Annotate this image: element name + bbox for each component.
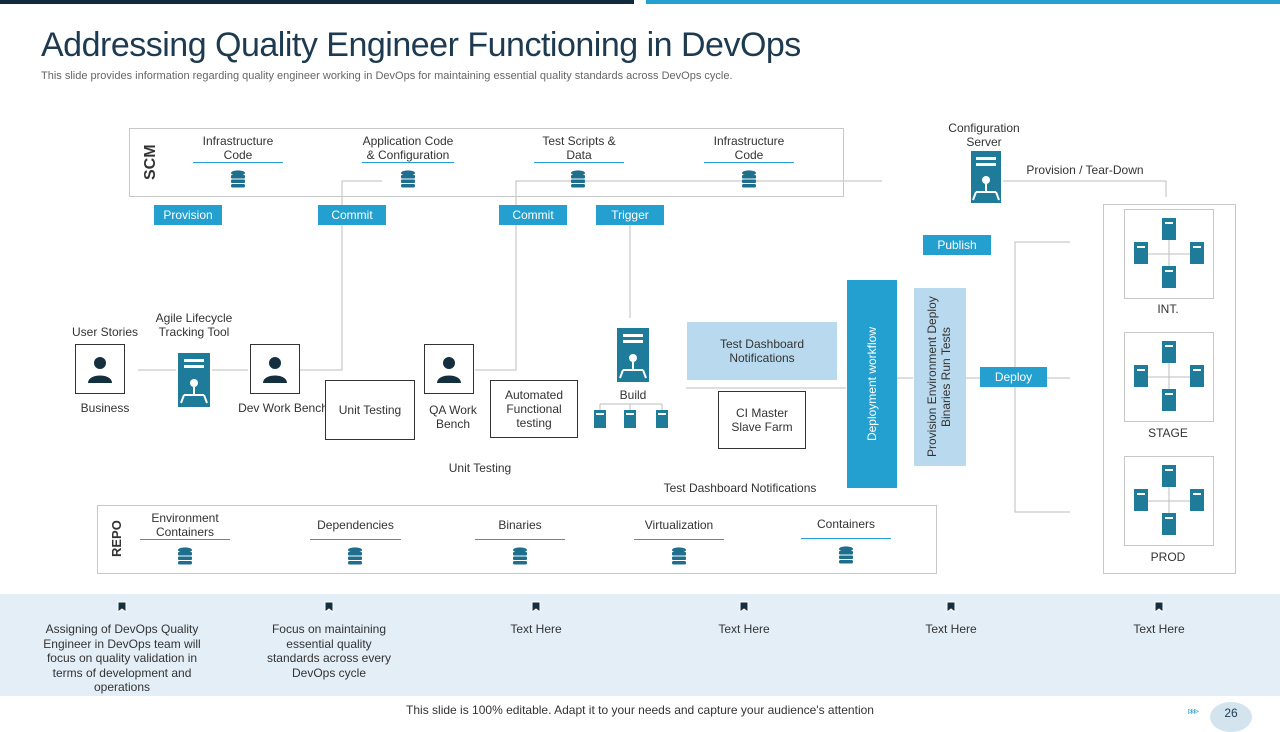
page-title: Addressing Quality Engineer Functioning … bbox=[41, 26, 801, 64]
commit-chip-1: Commit bbox=[318, 205, 386, 225]
config-server-label: Configuration Server bbox=[948, 121, 1020, 149]
footer-note: This slide is 100% editable. Adapt it to… bbox=[406, 703, 874, 717]
top-accent-bar-light bbox=[646, 0, 1280, 4]
env-label-prod: PROD bbox=[1150, 550, 1186, 564]
bookmark-icon bbox=[117, 601, 127, 613]
database-icon bbox=[231, 170, 245, 188]
repo-item-dependencies: Dependencies bbox=[310, 518, 401, 540]
bookmark-icon bbox=[324, 601, 334, 613]
info-column-4: Text Here bbox=[718, 622, 770, 636]
qa-bench-avatar bbox=[424, 344, 474, 394]
ci-master-box: CI Master Slave Farm bbox=[718, 391, 806, 449]
database-icon bbox=[839, 546, 853, 564]
info-column-1: Assigning of DevOps Quality Engineer in … bbox=[43, 622, 201, 694]
automated-testing-box: Automated Functional testing bbox=[490, 380, 578, 438]
bottom-info-band bbox=[0, 594, 1280, 696]
environments-panel bbox=[1103, 204, 1236, 574]
database-icon bbox=[401, 170, 415, 188]
deploy-chip: Deploy bbox=[980, 367, 1047, 387]
person-icon bbox=[88, 357, 112, 383]
agile-tool-label: Agile Lifecycle Tracking Tool bbox=[155, 311, 233, 339]
env-label-int: INT. bbox=[1157, 302, 1179, 316]
server-cluster-icon bbox=[1134, 218, 1204, 288]
page-number: 26 bbox=[1210, 702, 1252, 732]
server-icon bbox=[178, 353, 210, 407]
database-icon bbox=[672, 547, 686, 565]
page-subtitle: This slide provides information regardin… bbox=[41, 70, 733, 82]
build-label: Build bbox=[619, 388, 647, 402]
database-icon bbox=[513, 547, 527, 565]
env-label-stage: STAGE bbox=[1148, 426, 1188, 440]
test-dashboard-panel: Test Dashboard Notifications bbox=[687, 322, 837, 380]
provision-chip: Provision bbox=[154, 205, 222, 225]
chevrons-icon: ▹▹▹ bbox=[1188, 706, 1199, 717]
qa-bench-label: QA Work Bench bbox=[429, 403, 477, 431]
provision-teardown-label: Provision / Tear-Down bbox=[1026, 163, 1144, 177]
bookmark-icon bbox=[946, 601, 956, 613]
dev-bench-label: Dev Work Bench bbox=[238, 401, 328, 415]
top-accent-bar-dark bbox=[0, 0, 634, 4]
commit-chip-2: Commit bbox=[499, 205, 567, 225]
business-label: Business bbox=[80, 401, 130, 415]
provision-environment-label: Provision Environment Deploy Binaries Ru… bbox=[925, 296, 953, 458]
business-avatar bbox=[75, 344, 125, 394]
server-cluster-icon bbox=[1134, 341, 1204, 411]
unit-testing-box: Unit Testing bbox=[325, 380, 415, 440]
trigger-chip: Trigger bbox=[596, 205, 664, 225]
build-nodes bbox=[594, 403, 668, 428]
info-column-2: Focus on maintaining essential quality s… bbox=[266, 622, 392, 680]
info-column-6: Text Here bbox=[1133, 622, 1185, 636]
scm-panel bbox=[129, 128, 844, 197]
unit-testing-caption: Unit Testing bbox=[448, 461, 512, 475]
scm-item-application-code: Application Code & Configuration bbox=[362, 134, 454, 163]
database-icon bbox=[348, 547, 362, 565]
deployment-workflow-label: Deployment workflow bbox=[865, 326, 879, 442]
scm-item-test-scripts: Test Scripts & Data bbox=[534, 134, 624, 163]
provision-environment-bar: Provision Environment Deploy Binaries Ru… bbox=[914, 288, 966, 466]
server-icon bbox=[617, 328, 649, 382]
user-stories-label: User Stories bbox=[71, 325, 139, 339]
test-dashboard-caption: Test Dashboard Notifications bbox=[663, 481, 817, 495]
person-icon bbox=[437, 357, 461, 383]
database-icon bbox=[742, 170, 756, 188]
database-icon bbox=[178, 547, 192, 565]
repo-panel bbox=[97, 505, 937, 574]
bookmark-icon bbox=[739, 601, 749, 613]
bookmark-icon bbox=[1154, 601, 1164, 613]
repo-item-binaries: Binaries bbox=[475, 518, 565, 540]
server-cluster-icon bbox=[1134, 465, 1204, 535]
env-cluster-int bbox=[1124, 209, 1214, 299]
deployment-workflow-bar: Deployment workflow bbox=[847, 280, 897, 488]
env-cluster-stage bbox=[1124, 332, 1214, 422]
bookmark-icon bbox=[531, 601, 541, 613]
scm-item-infrastructure-code-2: Infrastructure Code bbox=[704, 134, 794, 163]
server-icon bbox=[971, 151, 1001, 203]
repo-item-virtualization: Virtualization bbox=[634, 518, 724, 540]
env-cluster-prod bbox=[1124, 456, 1214, 546]
database-icon bbox=[571, 170, 585, 188]
scm-item-infrastructure-code: Infrastructure Code bbox=[193, 134, 283, 163]
info-column-5: Text Here bbox=[925, 622, 977, 636]
person-icon bbox=[263, 357, 287, 383]
scm-label: SCM bbox=[142, 144, 159, 181]
publish-chip: Publish bbox=[923, 235, 991, 255]
repo-label: REPO bbox=[109, 520, 124, 558]
info-column-3: Text Here bbox=[510, 622, 562, 636]
repo-item-containers: Containers bbox=[801, 517, 891, 539]
dev-bench-avatar bbox=[250, 344, 300, 394]
repo-item-environment-containers: Environment Containers bbox=[140, 511, 230, 540]
